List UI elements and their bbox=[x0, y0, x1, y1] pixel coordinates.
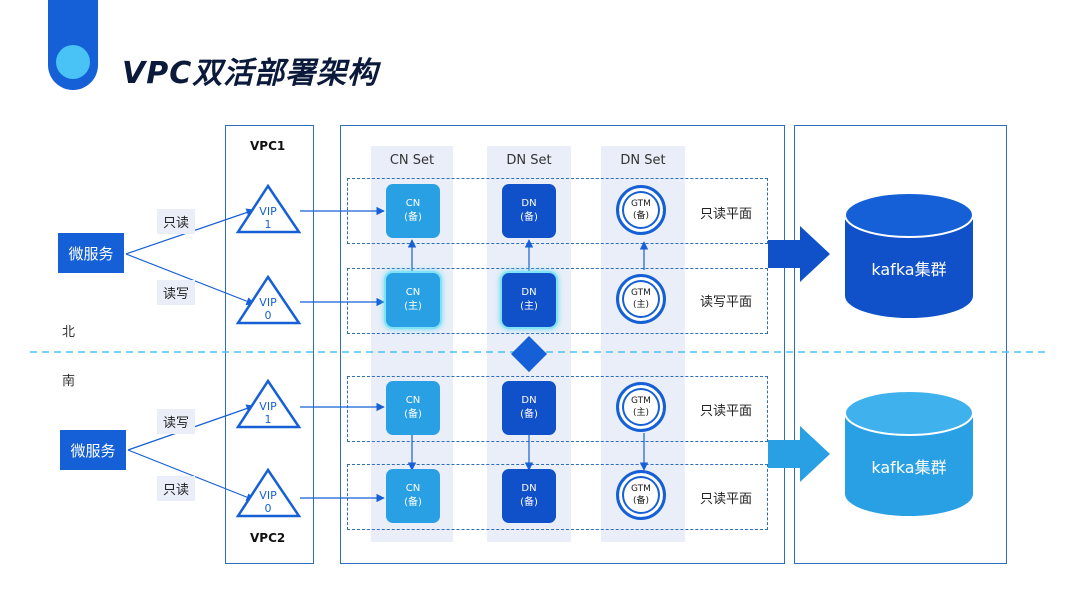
title-accent-dot bbox=[56, 45, 90, 79]
link-label-north-top: 只读 bbox=[157, 209, 196, 234]
plane-box-3 bbox=[347, 376, 768, 442]
microservice-south: 微服务 bbox=[60, 430, 126, 470]
page-title: VPC双活部署架构 bbox=[122, 56, 379, 91]
cn-set-label: CN Set bbox=[389, 153, 435, 168]
plane-box-2 bbox=[347, 268, 768, 334]
south-kafka-arrow bbox=[768, 426, 830, 482]
dn-node-r1: DN(备) bbox=[502, 184, 556, 238]
microservice-north: 微服务 bbox=[58, 233, 124, 273]
vpc2-label: VPC2 bbox=[250, 531, 286, 545]
gtm-node-r1: GTM(备) bbox=[616, 185, 666, 235]
cn-node-r2: CN(主) bbox=[386, 273, 440, 327]
south-kafka-label: kafka集群 bbox=[871, 458, 947, 477]
link-label-north-bottom: 读写 bbox=[157, 280, 196, 305]
north-kafka-label: kafka集群 bbox=[871, 260, 947, 279]
north-label: 北 bbox=[62, 325, 76, 340]
link-label-south-top: 读写 bbox=[157, 409, 196, 434]
plane-label-r3: 只读平面 bbox=[700, 404, 753, 419]
link-label-south-bottom: 只读 bbox=[157, 476, 196, 501]
vpc-panel bbox=[225, 125, 314, 564]
vip-triangle-3 bbox=[235, 378, 302, 429]
gtm-node-r2: GTM(主) bbox=[616, 274, 666, 324]
gtm-node-r3: GTM(主) bbox=[616, 382, 666, 432]
cn-node-r1: CN(备) bbox=[386, 184, 440, 238]
north-kafka-cylinder bbox=[844, 192, 974, 318]
dn-node-r3: DN(备) bbox=[502, 381, 556, 435]
north-kafka-arrow bbox=[768, 226, 830, 282]
vip-triangle-4 bbox=[235, 467, 302, 518]
cn-node-r3: CN(备) bbox=[386, 381, 440, 435]
vip-triangle-2 bbox=[235, 274, 302, 325]
vip-triangle-1 bbox=[235, 183, 302, 234]
kafka-panel bbox=[794, 125, 1007, 564]
vpc1-label: VPC1 bbox=[250, 139, 286, 153]
gtm-set-label: DN Set bbox=[620, 153, 666, 168]
gtm-node-r4: GTM(备) bbox=[616, 470, 666, 520]
plane-label-r4: 只读平面 bbox=[700, 492, 753, 507]
dn-node-r4: DN(备) bbox=[502, 469, 556, 523]
database-panel bbox=[340, 125, 785, 564]
dn-node-r2: DN(主) bbox=[502, 273, 556, 327]
cn-node-r4: CN(备) bbox=[386, 469, 440, 523]
plane-box-4 bbox=[347, 464, 768, 530]
plane-label-r1: 只读平面 bbox=[700, 207, 753, 222]
south-label: 南 bbox=[62, 374, 76, 389]
dn-set-label: DN Set bbox=[506, 153, 552, 168]
plane-label-r2: 读写平面 bbox=[700, 295, 753, 310]
south-kafka-cylinder bbox=[844, 390, 974, 516]
